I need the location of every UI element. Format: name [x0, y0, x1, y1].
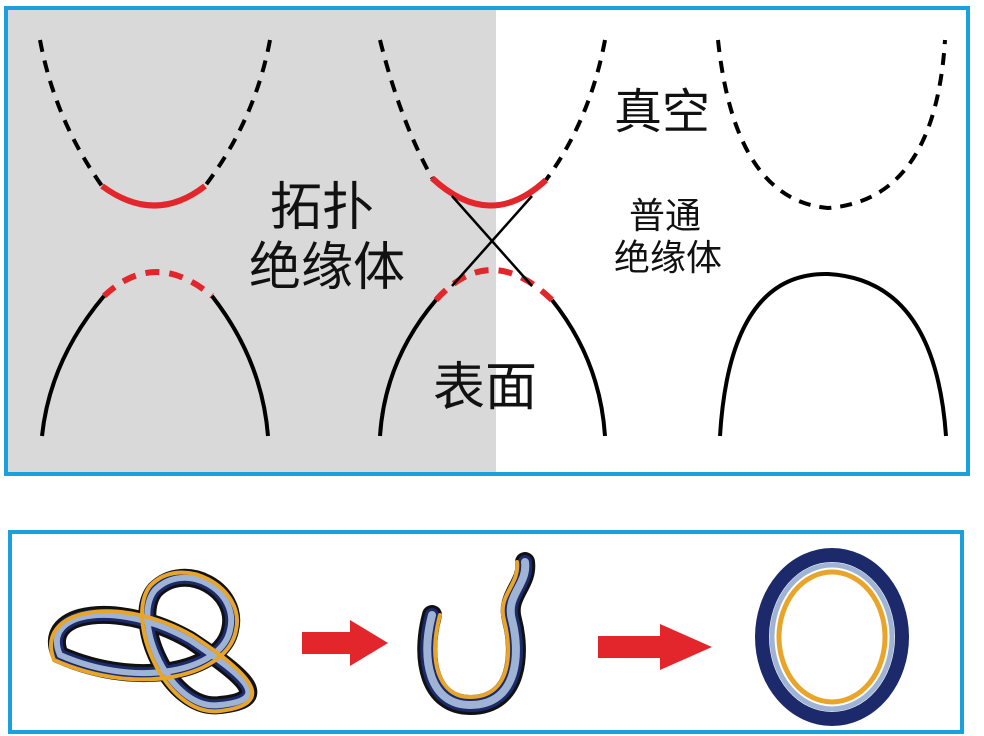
- conduction-band-dashed: [544, 39, 607, 182]
- band-pair-topological: [38, 39, 272, 437]
- top-panel-frame: [4, 6, 970, 476]
- ordinary-insulator-label-line1: 普通: [629, 196, 701, 237]
- valence-band-solid: [718, 271, 948, 437]
- valence-band-left: [378, 298, 438, 437]
- bottom-panel: [8, 530, 964, 734]
- band-pair-ordinary: [716, 39, 948, 437]
- ordinary-insulator-label-line2: 绝缘体: [614, 238, 722, 279]
- vacuum-label: 真空: [614, 84, 710, 140]
- surface-state-line: [451, 195, 533, 287]
- conduction-band-gap-edge: [100, 183, 207, 209]
- valence-band-right: [550, 298, 607, 437]
- band-pair-surface: [378, 39, 607, 437]
- bent-loop-icon: [417, 552, 536, 716]
- surface-label: 表面: [433, 358, 537, 418]
- conduction-band-gap-edge: [429, 175, 549, 209]
- valence-band-gap-edge: [101, 269, 214, 299]
- topological-insulator-label-line1: 拓扑: [270, 178, 374, 238]
- arrow-right-icon: [302, 620, 388, 666]
- arrow-right-icon: [598, 624, 712, 670]
- top-panel: 拓扑 绝缘体 真空 普通 绝缘体 表面: [4, 6, 970, 476]
- valence-band-left: [40, 294, 106, 437]
- ring-icon: [755, 548, 909, 726]
- topological-insulator-label-line2: 绝缘体: [249, 238, 405, 298]
- valence-band-right: [210, 294, 270, 437]
- conduction-band-dashed: [716, 39, 947, 211]
- topological-insulator-region: [8, 10, 496, 472]
- conduction-band-dashed: [378, 39, 434, 179]
- trefoil-knot-icon: [48, 568, 258, 715]
